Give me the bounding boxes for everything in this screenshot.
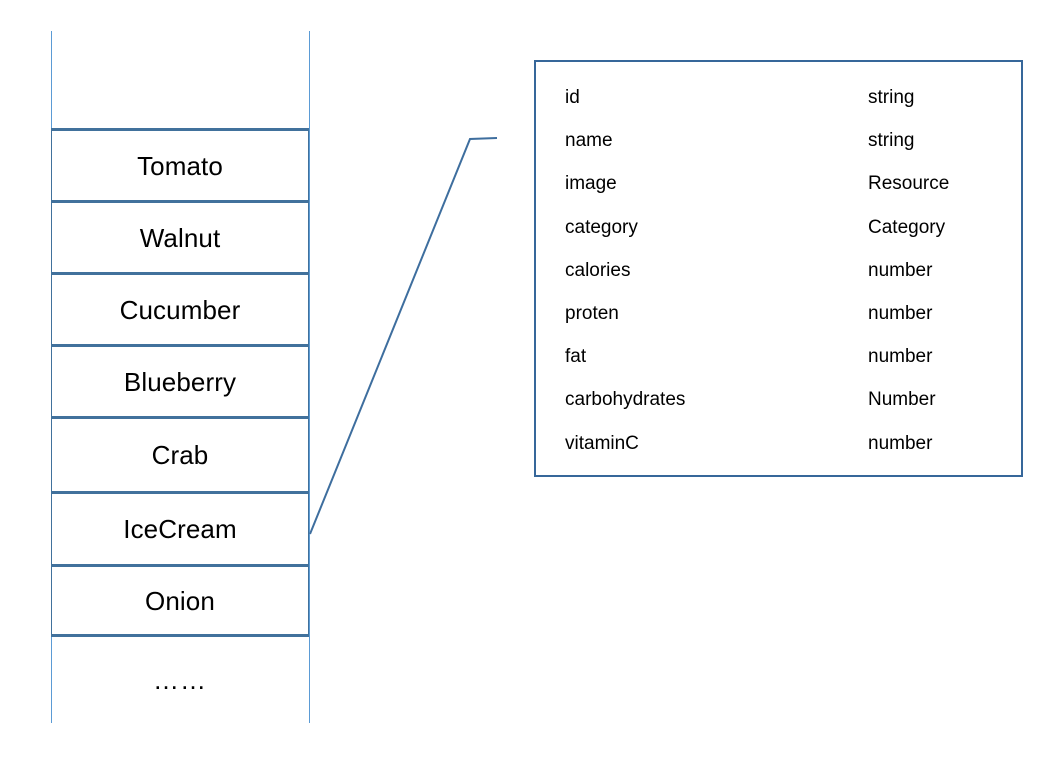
- list-item[interactable]: Crab: [51, 416, 309, 491]
- list-item-label: Cucumber: [119, 294, 241, 325]
- field-name: calories: [565, 259, 631, 281]
- field-name: id: [565, 87, 580, 108]
- list-item[interactable]: Onion: [51, 564, 309, 637]
- list-item[interactable]: Tomato: [51, 128, 309, 200]
- list-ellipsis: ……: [51, 637, 309, 723]
- field-type: number: [868, 259, 933, 281]
- schema-panel: id string name string image Resource cat…: [534, 60, 1023, 477]
- schema-row: vitaminC number: [565, 434, 1011, 477]
- schema-row: carbohydrates Number: [565, 390, 1011, 433]
- ellipsis-label: ……: [153, 665, 207, 695]
- list-item-label: Tomato: [137, 150, 223, 181]
- field-name: fat: [565, 346, 587, 368]
- list-item-label: Walnut: [139, 222, 221, 253]
- field-name: image: [565, 173, 617, 195]
- list-item[interactable]: Walnut: [51, 200, 309, 272]
- list-rows: Tomato Walnut Cucumber Blueberry Crab Ic…: [51, 128, 309, 637]
- field-name: name: [565, 130, 613, 152]
- schema-row: fat number: [565, 347, 1011, 390]
- list-item-label: Onion: [145, 585, 215, 616]
- schema-row: proten number: [565, 304, 1011, 347]
- list-item-label: Blueberry: [123, 366, 237, 397]
- field-name: category: [565, 216, 638, 238]
- list-item[interactable]: Blueberry: [51, 344, 309, 416]
- list-item[interactable]: Cucumber: [51, 272, 309, 344]
- field-type: number: [868, 346, 933, 368]
- list-right-rail: [309, 31, 310, 723]
- field-type: Category: [868, 216, 946, 238]
- schema-row: image Resource: [565, 174, 1011, 217]
- field-type: Resource: [868, 173, 950, 195]
- field-type: string: [868, 87, 915, 108]
- list-item-label: Crab: [151, 440, 209, 470]
- schema-field-list: id string name string image Resource cat…: [565, 88, 1011, 477]
- list-item-icecream[interactable]: IceCream: [51, 491, 309, 564]
- field-name: proten: [565, 302, 619, 324]
- schema-row: category Category: [565, 218, 1011, 261]
- field-type: number: [868, 432, 933, 454]
- field-type: number: [868, 302, 933, 324]
- entity-list: Tomato Walnut Cucumber Blueberry Crab Ic…: [51, 31, 310, 723]
- list-item-label: IceCream: [123, 514, 237, 544]
- schema-row: id string: [565, 88, 1011, 131]
- connector-leader-line: [309, 137, 498, 535]
- field-type: Number: [868, 389, 936, 411]
- schema-row: name string: [565, 131, 1011, 174]
- field-type: string: [868, 130, 915, 152]
- field-name: carbohydrates: [565, 389, 686, 411]
- field-name: vitaminC: [565, 432, 639, 454]
- schema-row: calories number: [565, 261, 1011, 304]
